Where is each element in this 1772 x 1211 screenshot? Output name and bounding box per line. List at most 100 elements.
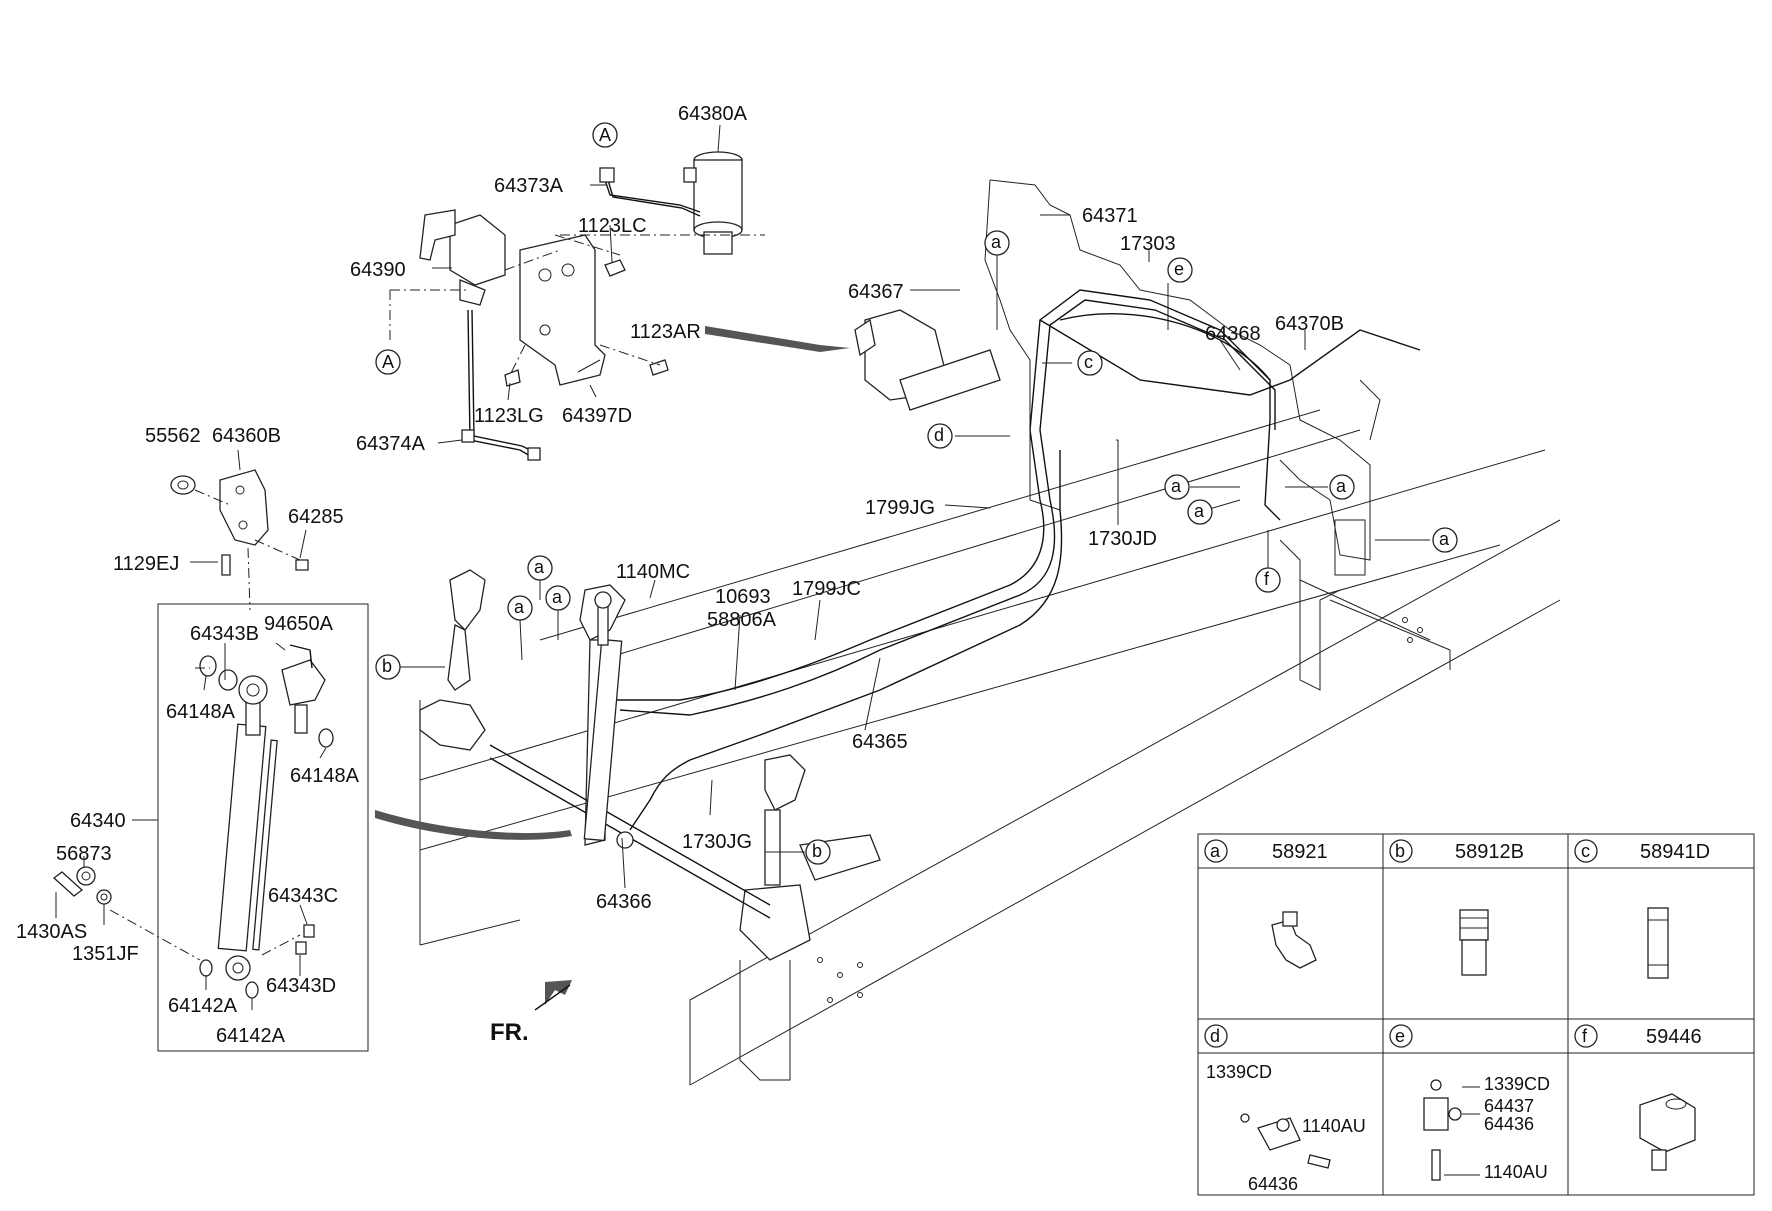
label-1140MC: 1140MC [616,561,690,583]
callout-A-left: A [375,349,401,375]
svg-text:b: b [382,656,392,676]
legend-d-64436: 64436 [1248,1174,1298,1194]
svg-text:f: f [1582,1026,1588,1046]
label-front: FR. [490,1019,529,1046]
legend-cell-f: f 59446 [1574,1024,1702,1171]
callout-a-6: a [527,555,553,581]
exploded-bracket [170,469,309,611]
label-64343B: 64343B [190,623,259,645]
svg-text:c: c [1581,841,1590,861]
svg-text:a: a [1336,476,1347,496]
pump-assembly-installed [854,309,1001,411]
legend-cell-c: c 58941D [1574,839,1710,979]
legend-cell-e: e 1339CD 64437 64436 1140AU [1389,1024,1550,1182]
callout-f: f [1255,567,1281,593]
callout-e: e [1167,257,1193,283]
callout-a-2: a [1164,474,1190,500]
label-1799JC: 1799JC [792,578,861,600]
legend-a-code: 58921 [1272,841,1328,863]
svg-text:a: a [1171,476,1182,496]
label-58806A: 58806A [707,609,777,631]
legend-table: a 58921 b 58912B c 58941D d 1 [1197,833,1755,1196]
label-64397D: 64397D [562,405,632,427]
label-64390: 64390 [350,259,406,281]
label-64142A-left: 64142A [168,995,238,1017]
label-64373A: 64373A [494,175,564,197]
leader-lines [55,124,1306,1010]
label-64343D: 64343D [266,975,336,997]
label-1123AR: 1123AR [630,321,701,343]
svg-text:c: c [1084,352,1093,372]
svg-text:a: a [552,587,563,607]
legend-cell-d: d 1339CD 1140AU 64436 [1204,1024,1366,1194]
callout-a-4: a [1329,474,1355,500]
label-64370B: 64370B [1275,313,1344,335]
legend-e-64436: 64436 [1484,1114,1534,1134]
label-17303: 17303 [1120,233,1176,255]
label-64148A-upper: 64148A [166,701,236,723]
callout-a-8: a [545,585,571,611]
label-1123LG: 1123LG [474,405,544,427]
svg-text:a: a [534,557,545,577]
legend-d-1140AU: 1140AU [1302,1116,1366,1136]
svg-text:d: d [934,425,944,445]
label-64285: 64285 [288,506,344,528]
part-labels: 64380A 64373A 1123LC 64390 1123AR 1123LG… [16,103,1344,1047]
label-1430AS: 1430AS [16,921,87,943]
label-64343C: 64343C [268,885,338,907]
callout-c: c [1077,350,1103,376]
svg-text:f: f [1264,569,1270,589]
tilt-cylinder-installed [583,591,634,849]
svg-text:a: a [514,597,525,617]
label-64366: 64366 [596,891,652,913]
legend-e-1339CD: 1339CD [1484,1074,1550,1094]
svg-text:A: A [599,125,611,145]
label-1123LC: 1123LC [578,215,647,237]
cab-mount-left [419,569,811,1081]
svg-text:b: b [1395,841,1405,861]
label-1730JD: 1730JD [1088,528,1157,550]
pointer-arrows [375,326,850,840]
legend-d-1339CD: 1339CD [1206,1062,1272,1082]
callout-a-3: a [1187,499,1213,525]
label-64365: 64365 [852,731,908,753]
label-64368: 64368 [1205,323,1261,345]
label-64340: 64340 [70,810,126,832]
svg-text:b: b [812,841,822,861]
label-64380A: 64380A [678,103,748,125]
label-64360B: 64360B [212,425,281,447]
label-1799JG: 1799JG [865,497,935,519]
label-1129EJ: 1129EJ [113,553,179,575]
callout-a-7: a [507,595,533,621]
legend-c-code: 58941D [1640,841,1710,863]
small-parts-left [52,866,112,905]
hydraulic-lines [605,289,1421,831]
svg-text:d: d [1210,1026,1220,1046]
callout-a-1: a [984,230,1010,256]
callout-a-5: a [1432,527,1458,553]
svg-text:e: e [1395,1026,1405,1046]
svg-text:a: a [1210,841,1221,861]
callout-lines [400,255,1430,853]
callout-b-1: b [375,654,401,680]
svg-text:a: a [1439,529,1450,549]
callout-d: d [927,423,953,449]
label-1351JF: 1351JF [72,943,139,965]
svg-text:a: a [991,232,1002,252]
svg-text:a: a [1194,501,1205,521]
label-64374A: 64374A [356,433,426,455]
label-55562: 55562 [145,425,201,447]
legend-f-code: 59446 [1646,1026,1702,1048]
legend-cell-b: b 58912B [1389,839,1524,976]
callout-A-top: A [592,122,618,148]
front-indicator [534,980,572,1011]
callout-circles: A A a e c d a a [375,122,1458,865]
label-56873: 56873 [56,843,112,865]
svg-text:e: e [1174,259,1184,279]
legend-e-1140AU: 1140AU [1484,1162,1548,1182]
cab-mount-right [984,179,1381,691]
exploded-pump [389,151,765,461]
label-1730JG: 1730JG [682,831,752,853]
label-64148A-lower: 64148A [290,765,360,787]
